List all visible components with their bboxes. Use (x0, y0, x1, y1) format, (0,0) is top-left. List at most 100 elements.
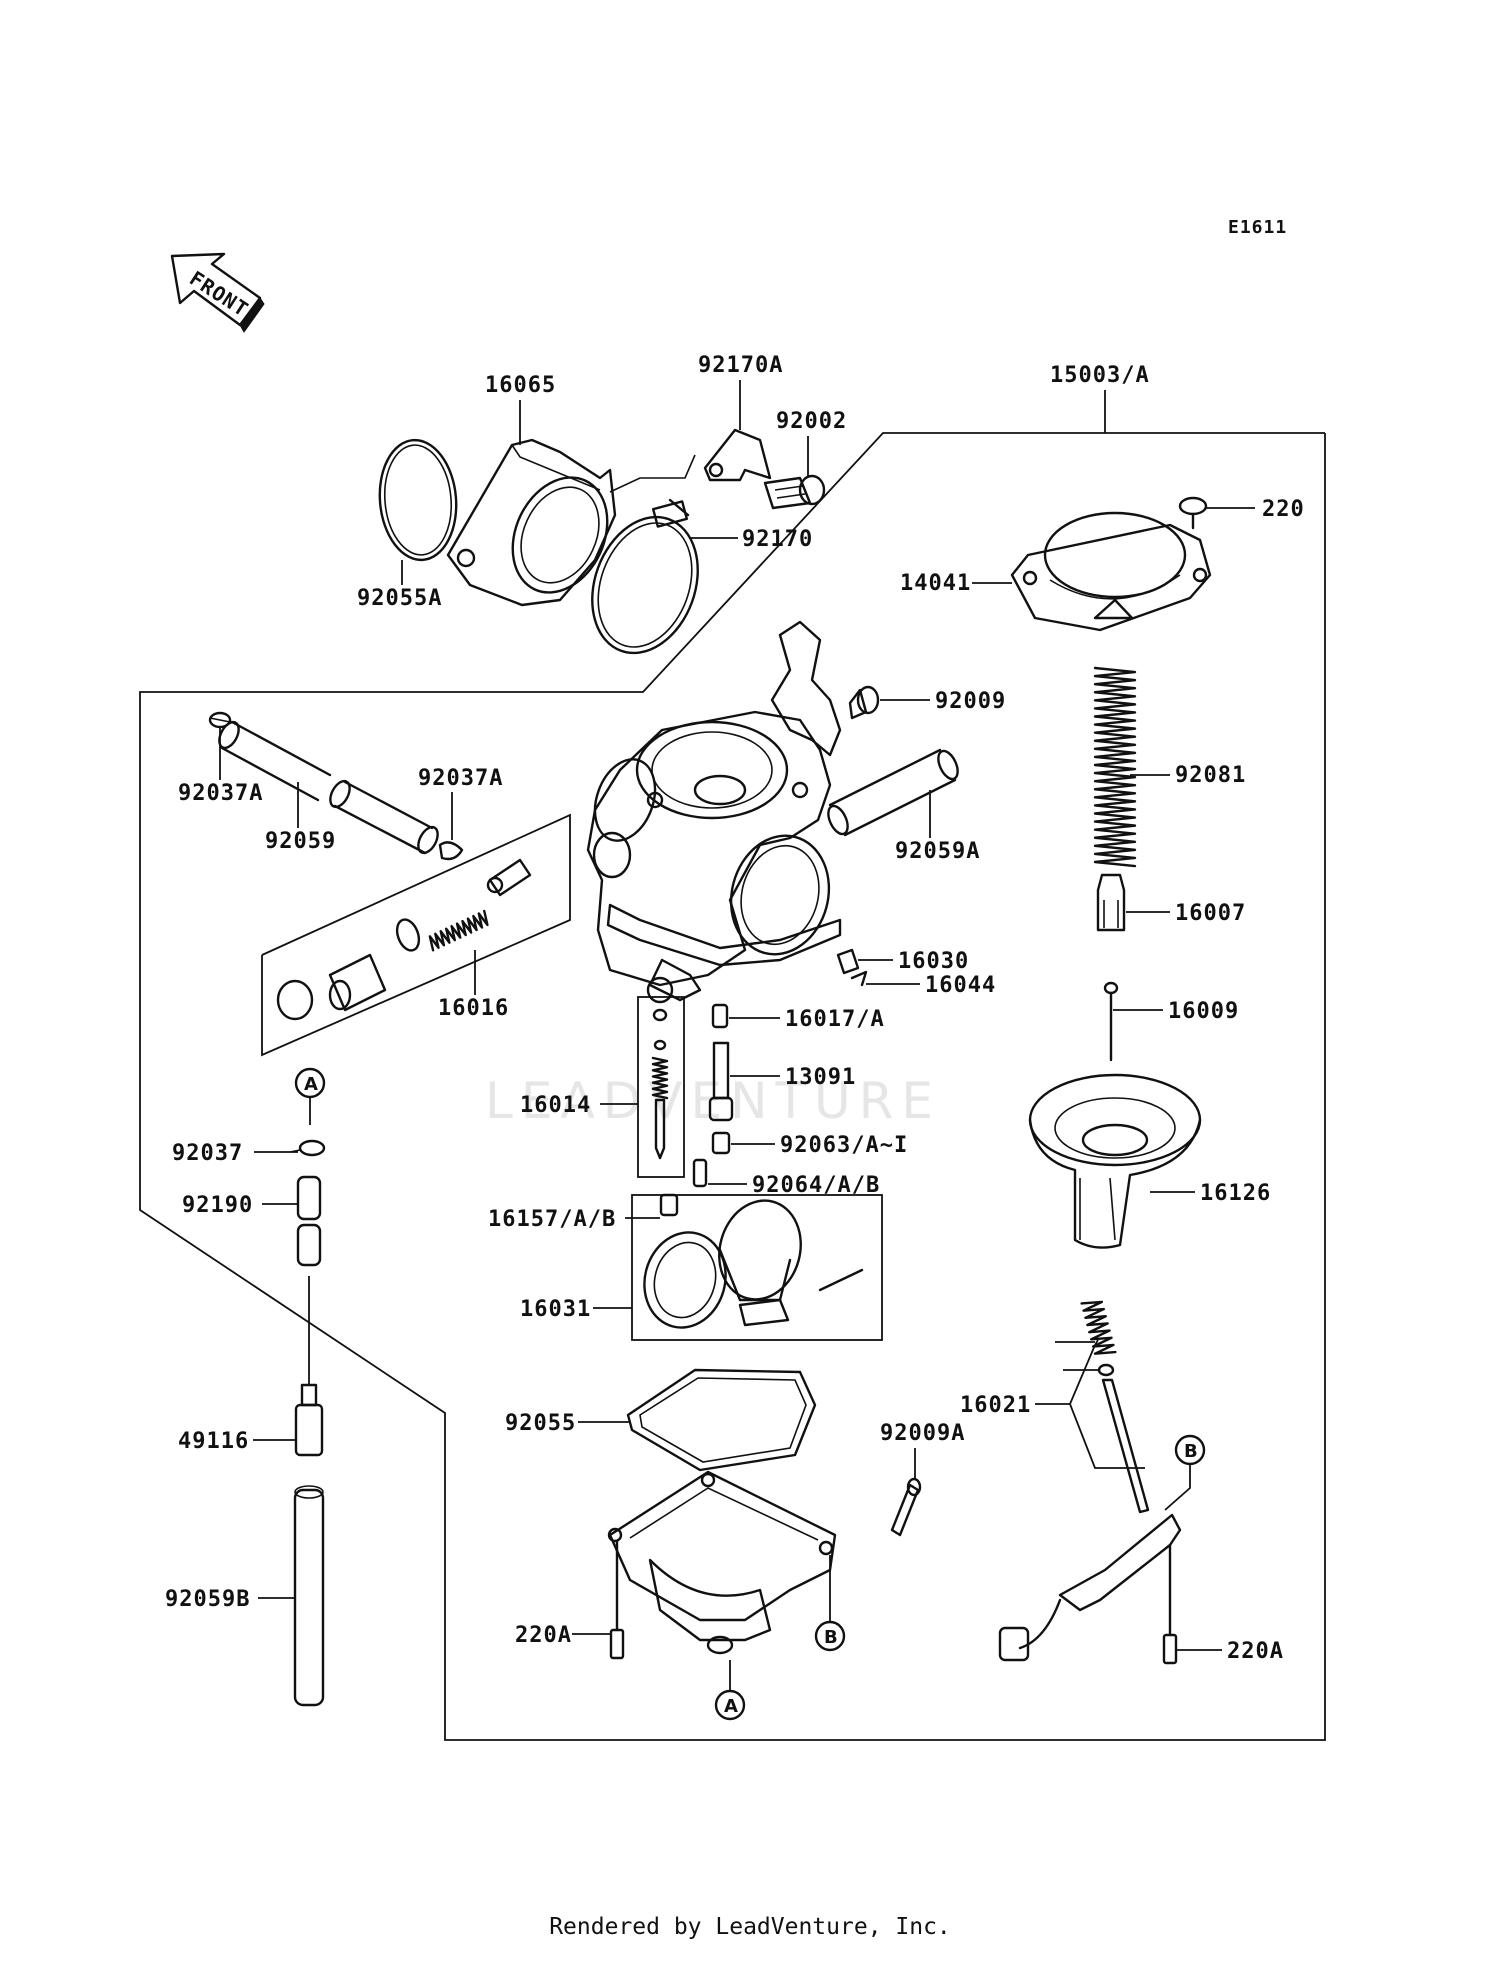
label-92055: 92055 (505, 1411, 630, 1436)
marker-a-bottom-label: A (724, 1696, 738, 1717)
starter-plunger-16016 (261, 813, 571, 1057)
label-92170: 92170 (690, 527, 813, 552)
svg-text:16021: 16021 (960, 1393, 1031, 1418)
clip-92037A-right (438, 841, 464, 861)
svg-text:92081: 92081 (1175, 763, 1246, 788)
clip-16030 (836, 948, 860, 975)
drain-screw-92009A (890, 1477, 922, 1537)
label-16009: 16009 (1113, 999, 1238, 1024)
bracket-link-line (609, 454, 696, 493)
label-16030: 16030 (858, 949, 968, 974)
label-92009: 92009 (880, 689, 1006, 714)
bracket-92170A (703, 428, 772, 482)
label-16021: 16021 (960, 1339, 1145, 1469)
label-49116: 49116 (178, 1429, 296, 1454)
label-92059: 92059 (265, 782, 336, 854)
svg-text:16016: 16016 (438, 996, 509, 1021)
needle-jet-13091 (708, 1041, 734, 1122)
label-92063: 92063/A~I (731, 1133, 908, 1158)
main-jet-92063 (711, 1131, 731, 1155)
marker-a-top: A (294, 1067, 326, 1125)
label-15003A: 15003/A (1050, 363, 1149, 388)
o-ring-92055A (378, 438, 458, 562)
intake-holder-16065 (446, 438, 617, 607)
jet-16157 (659, 1193, 679, 1217)
svg-text:16044: 16044 (925, 973, 996, 998)
svg-text:14041: 14041 (900, 571, 971, 596)
label-16017A: 16017/A (729, 1007, 885, 1032)
svg-text:92059: 92059 (265, 829, 336, 854)
assembly-frame (139, 432, 1326, 1741)
svg-text:92037A: 92037A (418, 766, 503, 791)
label-16016: 16016 (438, 950, 509, 1021)
svg-text:16031: 16031 (520, 1297, 591, 1322)
svg-text:220A: 220A (515, 1623, 572, 1648)
top-cover-14041 (1010, 511, 1212, 632)
marker-b-bowl-label: B (824, 1627, 838, 1648)
svg-text:49116: 49116 (178, 1429, 249, 1454)
pin-16044 (850, 970, 868, 987)
svg-text:92055A: 92055A (357, 586, 442, 611)
svg-text:92059B: 92059B (165, 1587, 250, 1612)
jet-92064 (692, 1158, 708, 1188)
jet-needle-16009 (1103, 981, 1119, 1062)
svg-text:92170: 92170 (742, 527, 813, 552)
svg-text:16014: 16014 (520, 1093, 591, 1118)
choke-assembly-16031 (631, 1194, 883, 1341)
label-92190: 92190 (182, 1193, 298, 1218)
svg-text:92059A: 92059A (895, 839, 980, 864)
marker-b-right: B (1164, 1434, 1206, 1511)
pilot-screw-set-16014 (637, 996, 685, 1178)
svg-text:220: 220 (1262, 497, 1305, 522)
svg-text:13091: 13091 (785, 1065, 856, 1090)
svg-text:92190: 92190 (182, 1193, 253, 1218)
clip-92037A-left (208, 711, 232, 729)
screw-92002 (763, 474, 826, 510)
diagram-code: E1611 (1228, 217, 1287, 238)
tube-92059B (293, 1485, 325, 1707)
label-16007: 16007 (1126, 901, 1246, 926)
marker-a-top-label: A (304, 1074, 318, 1095)
front-arrow-icon: FRONT (170, 252, 265, 333)
svg-text:16126: 16126 (1200, 1181, 1271, 1206)
svg-text:92037A: 92037A (178, 781, 263, 806)
label-14041: 14041 (900, 571, 1012, 596)
svg-text:92009A: 92009A (880, 1421, 965, 1446)
label-92037A-left: 92037A (178, 728, 263, 806)
needle-holder-16007 (1096, 873, 1126, 932)
label-92002: 92002 (776, 409, 847, 477)
label-220A-right: 220A (1177, 1639, 1284, 1664)
label-13091: 13091 (730, 1065, 856, 1090)
screw-220A-right (1162, 1543, 1178, 1665)
svg-text:16017/A: 16017/A (785, 1007, 885, 1032)
svg-text:220A: 220A (1227, 1639, 1284, 1664)
label-92064: 92064/A/B (708, 1173, 880, 1198)
label-92081: 92081 (1130, 763, 1246, 788)
label-16065: 16065 (485, 373, 556, 445)
svg-text:92170A: 92170A (698, 353, 783, 378)
svg-text:92063/A~I: 92063/A~I (780, 1133, 908, 1158)
carburetor-body (586, 710, 842, 1004)
label-16014: 16014 (520, 1093, 638, 1118)
svg-text:16065: 16065 (485, 373, 556, 398)
jet-16017A (711, 1003, 729, 1029)
svg-text:92064/A/B: 92064/A/B (752, 1173, 880, 1198)
marker-a-bottom: A (714, 1660, 746, 1721)
svg-text:92009: 92009 (935, 689, 1006, 714)
throttle-lever-92009-bracket (770, 620, 880, 757)
svg-text:16157/A/B: 16157/A/B (488, 1207, 616, 1232)
label-92059A: 92059A (895, 790, 980, 864)
marker-b-bowl: B (814, 1555, 846, 1652)
svg-text:92002: 92002 (776, 409, 847, 434)
tube-92190 (296, 1175, 322, 1267)
marker-b-right-label: B (1184, 1441, 1198, 1462)
spring-92081 (1093, 666, 1137, 868)
label-16044: 16044 (866, 973, 996, 998)
svg-text:16007: 16007 (1175, 901, 1246, 926)
tube-92059A (827, 748, 959, 837)
footer-credit: Rendered by LeadVenture, Inc. (549, 1914, 951, 1940)
label-92170A: 92170A (698, 353, 783, 430)
svg-text:92055: 92055 (505, 1411, 576, 1436)
clamp-92170 (591, 498, 699, 655)
label-220: 220 (1206, 497, 1305, 522)
